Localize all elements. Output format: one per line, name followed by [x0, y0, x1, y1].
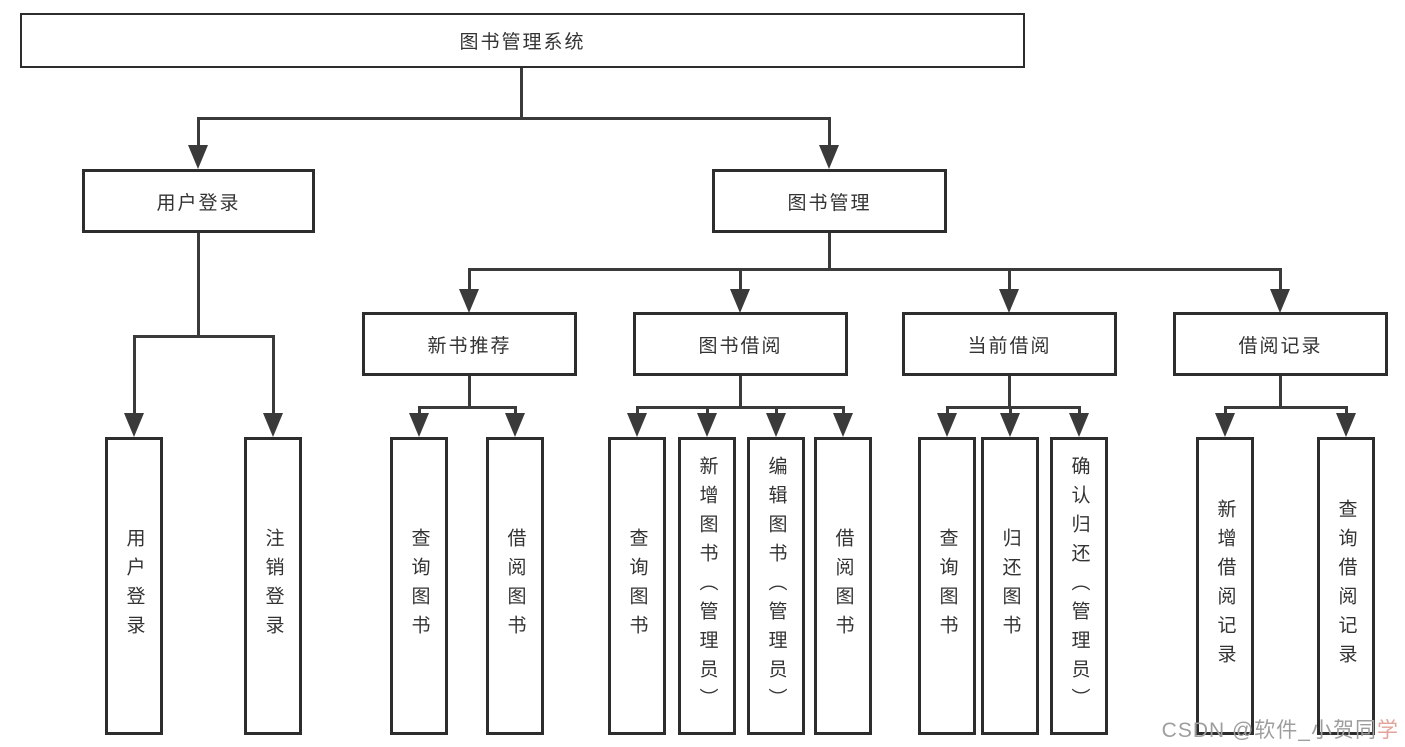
arrow-down-icon: [1270, 289, 1290, 313]
node-label: 查询图书: [936, 528, 958, 644]
connector-line: [1009, 406, 1012, 416]
leaf-add-borrow-record: 新增借阅记录: [1196, 437, 1254, 735]
arrow-down-icon: [505, 413, 525, 437]
node-label: 用户登录: [156, 192, 241, 214]
leaf-query-book: 查询图书: [918, 437, 976, 735]
leaf-query-book: 查询图书: [608, 437, 666, 735]
connector-line: [1008, 376, 1011, 408]
leaf-logout-login: 注销登录: [244, 437, 302, 735]
node-label: 注销登录: [262, 528, 284, 644]
connector-line: [1078, 406, 1081, 416]
watermark-text-accent: 学: [1377, 719, 1399, 742]
arrow-down-icon: [833, 413, 853, 437]
connector-line: [739, 268, 742, 292]
connector-line: [946, 406, 949, 416]
connector-line: [1224, 406, 1348, 409]
leaf-borrow-book: 借阅图书: [486, 437, 544, 735]
connector-line: [197, 117, 831, 120]
node-label: 借阅图书: [504, 528, 526, 644]
node-user-login: 用户登录: [82, 169, 315, 233]
arrow-down-icon: [1069, 413, 1089, 437]
node-label: 查询图书: [626, 528, 648, 644]
node-label: 借阅图书: [832, 528, 854, 644]
connector-line: [197, 117, 200, 148]
arrow-down-icon: [124, 413, 144, 437]
connector-line: [514, 406, 517, 416]
leaf-add-book-admin: 新增图书（管理员）: [678, 437, 736, 735]
connector-line: [133, 335, 275, 338]
node-label: 归还图书: [999, 528, 1021, 644]
node-label: 新书推荐: [427, 335, 512, 357]
leaf-return-book: 归还图书: [981, 437, 1039, 735]
arrow-down-icon: [766, 413, 786, 437]
connector-line: [418, 406, 517, 409]
connector-line: [468, 268, 1282, 271]
leaf-borrow-book: 借阅图书: [814, 437, 872, 735]
connector-line: [636, 406, 639, 416]
arrow-down-icon: [188, 145, 208, 169]
node-label: 借阅记录: [1238, 335, 1323, 357]
node-library-management-system: 图书管理系统: [20, 13, 1025, 68]
node-label: 当前借阅: [967, 335, 1052, 357]
arrow-down-icon: [730, 289, 750, 313]
arrow-down-icon: [697, 413, 717, 437]
connector-line: [197, 233, 200, 337]
connector-line: [946, 406, 1081, 409]
connector-line: [706, 406, 709, 416]
leaf-query-book: 查询图书: [390, 437, 448, 735]
connector-line: [842, 406, 845, 416]
node-new-book-recommendation: 新书推荐: [362, 312, 577, 376]
leaf-query-borrow-record: 查询借阅记录: [1317, 437, 1375, 735]
node-label: 查询图书: [408, 528, 430, 644]
arrow-down-icon: [999, 289, 1019, 313]
watermark: CSDN @软件_小贺同学: [1162, 714, 1399, 744]
arrow-down-icon: [937, 413, 957, 437]
node-borrowing-records: 借阅记录: [1173, 312, 1388, 376]
leaf-user-login: 用户登录: [105, 437, 163, 735]
connector-line: [1345, 406, 1348, 416]
arrow-down-icon: [1336, 413, 1356, 437]
arrow-down-icon: [409, 413, 429, 437]
watermark-text: CSDN @软件_小贺同: [1161, 719, 1377, 742]
arrow-down-icon: [1000, 413, 1020, 437]
connector-line: [1008, 268, 1011, 292]
node-label: 查询借阅记录: [1335, 499, 1357, 673]
node-current-borrowing: 当前借阅: [902, 312, 1117, 376]
connector-line: [1279, 376, 1282, 408]
connector-line: [1279, 268, 1282, 292]
connector-line: [133, 335, 136, 416]
connector-line: [418, 406, 421, 416]
node-book-borrowing: 图书借阅: [633, 312, 848, 376]
connector-line: [520, 68, 523, 118]
connector-line: [739, 376, 742, 408]
arrow-down-icon: [819, 145, 839, 169]
node-label: 新增借阅记录: [1214, 499, 1236, 673]
connector-line: [828, 233, 831, 270]
node-label: 新增图书（管理员）: [696, 455, 718, 717]
node-label: 图书管理: [787, 192, 872, 214]
leaf-edit-book-admin: 编辑图书（管理员）: [747, 437, 805, 735]
connector-line: [1224, 406, 1227, 416]
connector-line: [828, 117, 831, 148]
arrow-down-icon: [459, 289, 479, 313]
connector-line: [468, 376, 471, 408]
node-label: 编辑图书（管理员）: [765, 455, 787, 717]
node-label: 确认归还（管理员）: [1068, 455, 1090, 717]
connector-line: [272, 335, 275, 416]
arrow-down-icon: [1215, 413, 1235, 437]
leaf-confirm-return-admin: 确认归还（管理员）: [1050, 437, 1108, 735]
connector-line: [468, 268, 471, 292]
arrow-down-icon: [627, 413, 647, 437]
arrow-down-icon: [263, 413, 283, 437]
node-label: 用户登录: [123, 528, 145, 644]
node-label: 图书管理系统: [459, 32, 586, 53]
connector-line: [636, 406, 845, 409]
node-book-management: 图书管理: [712, 169, 947, 233]
connector-line: [775, 406, 778, 416]
node-label: 图书借阅: [698, 335, 783, 357]
